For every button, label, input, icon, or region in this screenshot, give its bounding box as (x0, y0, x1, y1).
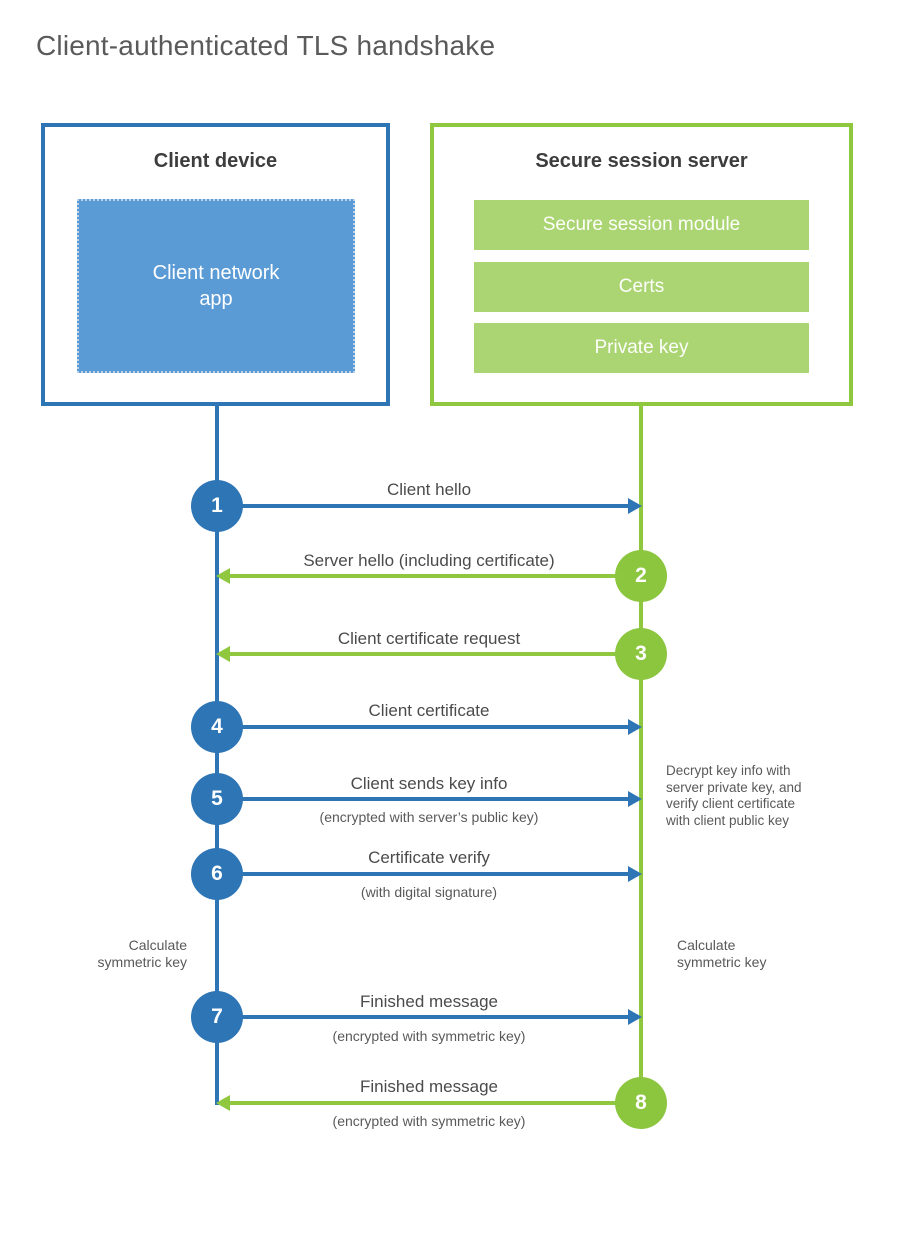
secure-session-server-title: Secure session server (535, 150, 748, 172)
arrowhead-left-icon (216, 1095, 230, 1111)
step-5-label: Client sends key info (350, 774, 508, 793)
step-7-sublabel: (encrypted with symmetric key) (332, 1028, 526, 1044)
step-5-number: 5 (211, 787, 223, 810)
step-7-arrow (217, 1015, 629, 1019)
client-network-app-module: Client network app (77, 199, 355, 373)
step-6-circle: 6 (191, 848, 243, 900)
page-title: Client-authenticated TLS handshake (36, 30, 496, 61)
step-5-sublabel: (encrypted with server’s public key) (319, 809, 539, 825)
client-network-app-label: Client network app (152, 262, 280, 310)
server-module-private-key: Private key (474, 323, 809, 373)
note-decrypt-key-info: Decrypt key info with server private key… (666, 763, 802, 828)
step-1-number: 1 (211, 494, 223, 517)
step-1-arrow (217, 504, 629, 508)
step-8-label: Finished message (360, 1077, 498, 1096)
arrowhead-right-icon (628, 791, 642, 807)
step-7-label: Finished message (360, 992, 498, 1011)
client-device-title: Client device (153, 150, 278, 172)
step-4-number: 4 (211, 715, 223, 738)
server-lifeline (639, 404, 643, 1105)
step-4-circle: 4 (191, 701, 243, 753)
step-6-sublabel: (with digital signature) (360, 884, 498, 900)
note-calculate-symmetric-key-server: Calculate symmetric key (677, 937, 767, 970)
step-8-circle: 8 (615, 1077, 667, 1129)
step-2-label: Server hello (including certificate) (303, 551, 555, 570)
step-2-circle: 2 (615, 550, 667, 602)
secure-session-server-box: Secure session server Secure session mod… (430, 123, 853, 406)
step-4-label: Client certificate (368, 701, 490, 720)
arrowhead-right-icon (628, 498, 642, 514)
client-lifeline (215, 404, 219, 1105)
client-device-box: Client device Client network app (41, 123, 390, 406)
step-7-circle: 7 (191, 991, 243, 1043)
step-6-label: Certificate verify (368, 848, 490, 867)
step-2-arrow (229, 574, 641, 578)
step-3-circle: 3 (615, 628, 667, 680)
step-5-circle: 5 (191, 773, 243, 825)
step-2-number: 2 (635, 564, 647, 587)
step-7-number: 7 (211, 1005, 223, 1028)
server-module-certs: Certs (474, 262, 809, 312)
step-4-arrow (217, 725, 629, 729)
step-6-arrow (217, 872, 629, 876)
server-module-secure-session: Secure session module (474, 200, 809, 250)
arrowhead-left-icon (216, 568, 230, 584)
step-3-label: Client certificate request (337, 629, 521, 648)
step-5-arrow (217, 797, 629, 801)
arrowhead-right-icon (628, 866, 642, 882)
step-3-arrow (229, 652, 641, 656)
arrowhead-right-icon (628, 1009, 642, 1025)
arrowhead-left-icon (216, 646, 230, 662)
step-3-number: 3 (635, 642, 647, 665)
arrowhead-right-icon (628, 719, 642, 735)
step-8-number: 8 (635, 1091, 647, 1114)
step-1-label: Client hello (386, 480, 472, 499)
step-8-arrow (229, 1101, 641, 1105)
note-calculate-symmetric-key-client: Calculate symmetric key (97, 937, 187, 970)
step-8-sublabel: (encrypted with symmetric key) (332, 1113, 526, 1129)
step-1-circle: 1 (191, 480, 243, 532)
step-6-number: 6 (211, 862, 223, 885)
